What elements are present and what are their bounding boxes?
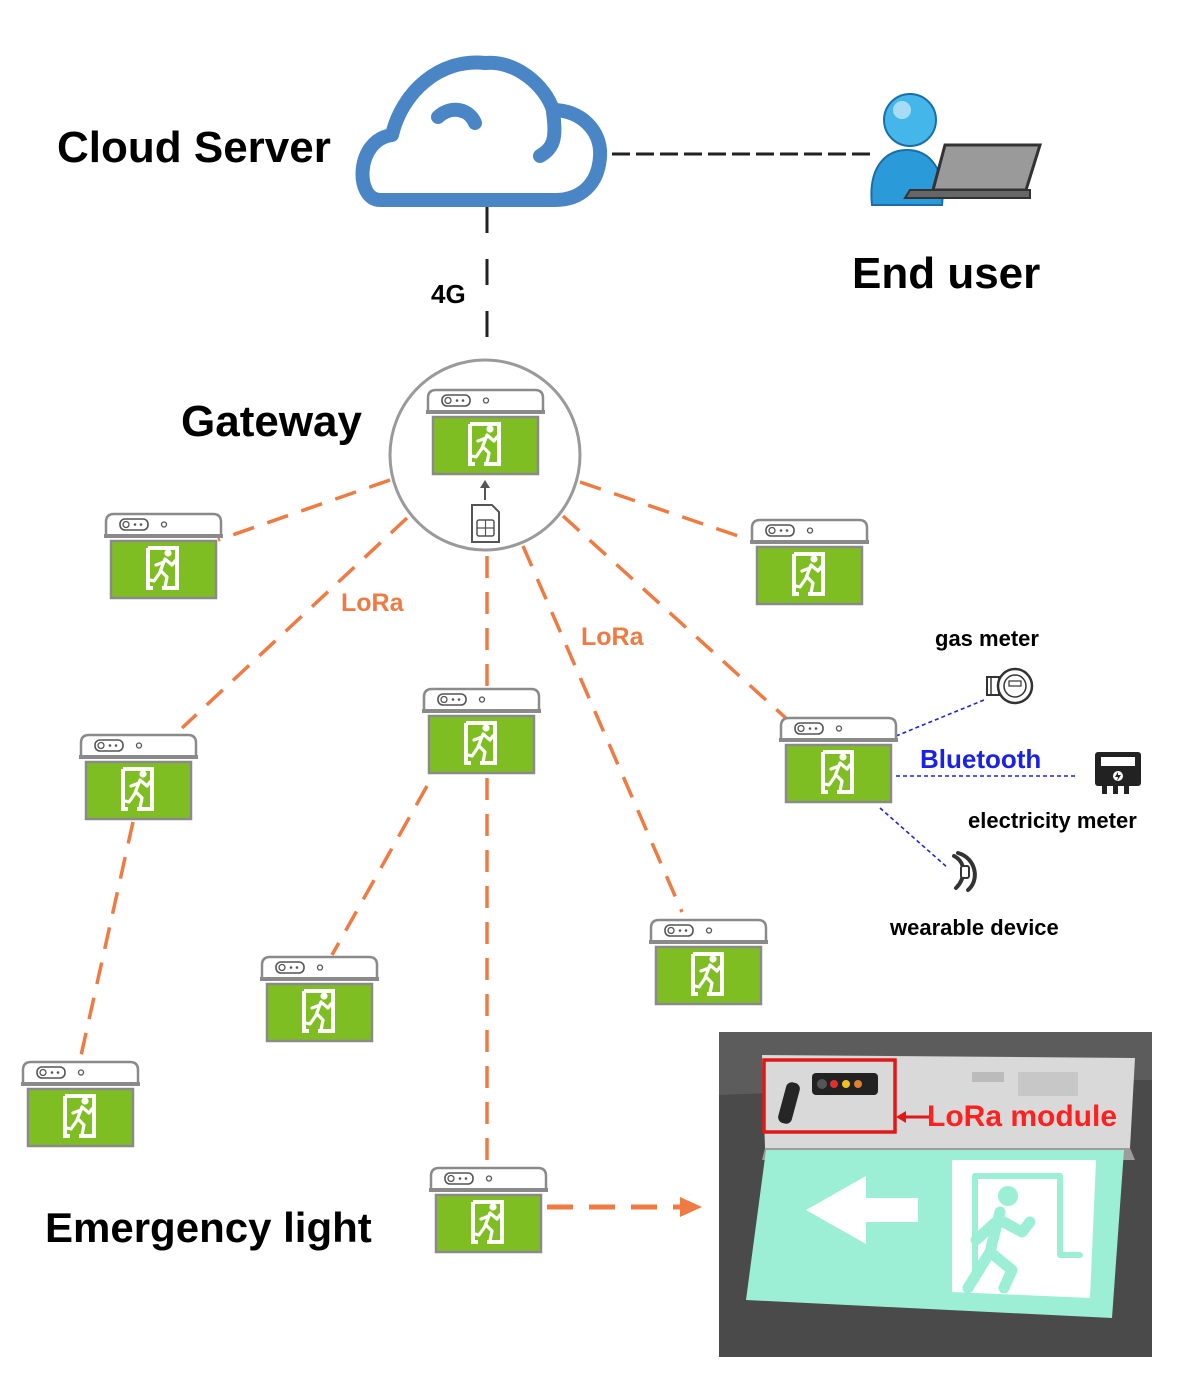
electricity-meter-icon [1095, 752, 1141, 794]
fourg-label: 4G [431, 279, 466, 309]
wearable-device-label: wearable device [890, 915, 1059, 940]
exit-sign-icon [647, 918, 770, 1006]
electricity-meter-label: electricity meter [968, 808, 1137, 833]
cloud-server-label: Cloud Server [57, 123, 331, 172]
exit-sign-icon [420, 687, 543, 775]
end-user-label: End user [852, 249, 1041, 298]
exit-sign-icon [102, 512, 225, 600]
lora-module-label: LoRa module [927, 1100, 1118, 1133]
exit-sign-icon [424, 388, 547, 476]
wearable-band-icon [952, 851, 977, 892]
exit-sign-icon [427, 1166, 550, 1254]
exit-sign-icon [777, 716, 900, 804]
lora-label-right: LoRa [581, 623, 644, 651]
exit-sign-icon [258, 955, 381, 1043]
exit-sign-icon [77, 733, 200, 821]
bluetooth-links [879, 699, 1078, 869]
emergency-light-photo [719, 1032, 1152, 1357]
gateway-label: Gateway [181, 397, 362, 446]
exit-sign-icon [748, 518, 871, 606]
gas-meter-icon [986, 667, 1034, 705]
bluetooth-label: Bluetooth [920, 744, 1042, 774]
lora-label-left: LoRa [341, 589, 404, 617]
lora-links [78, 478, 790, 1166]
user-with-laptop-icon [870, 93, 1043, 206]
exit-sign-icon [19, 1060, 142, 1148]
cloud-icon [355, 55, 608, 207]
emergency-light-label: Emergency light [45, 1204, 372, 1251]
sim-card-icon [471, 504, 500, 543]
gas-meter-label: gas meter [935, 626, 1039, 651]
